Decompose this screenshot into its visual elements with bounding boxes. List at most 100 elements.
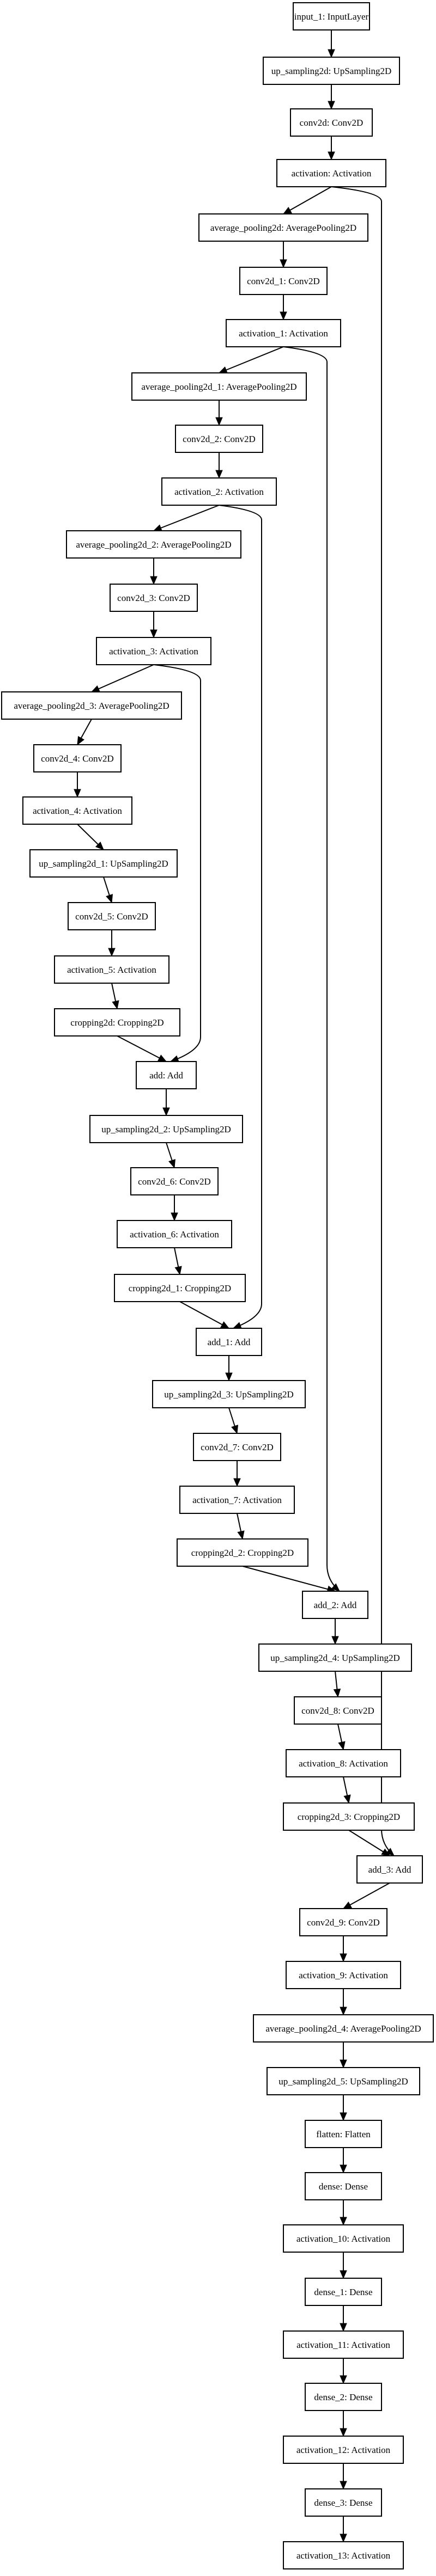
node-conv2d-6: conv2d_6: Conv2D <box>130 1167 219 1195</box>
node-box <box>68 902 156 930</box>
node-activation: activation: Activation <box>276 159 386 187</box>
node-box <box>263 57 400 85</box>
node-conv2d-7: conv2d_7: Conv2D <box>193 1433 281 1461</box>
arrowhead <box>150 629 158 639</box>
edge-line <box>331 186 395 1856</box>
node-box <box>152 1380 306 1408</box>
edge-activation_6-to-cropping2d_1 <box>174 1247 182 1275</box>
node-box <box>299 1908 387 1936</box>
node-box <box>22 796 132 825</box>
arrowhead <box>150 576 158 585</box>
node-box <box>96 637 211 665</box>
edge-dense_3-to-activation_13 <box>340 2516 347 2543</box>
arrowhead <box>343 1794 351 1804</box>
node-activation-2: activation_2: Activation <box>161 477 277 506</box>
node-label: average_pooling2d_1: AveragePooling2D <box>141 382 296 392</box>
node-label: activation_7: Activation <box>192 1495 282 1505</box>
node-conv2d-4: conv2d_4: Conv2D <box>33 744 122 772</box>
edge-up_sampling2d_5-to-flatten <box>340 2095 347 2121</box>
node-activation-3: activation_3: Activation <box>96 637 211 665</box>
edge-up_sampling2d_1-to-conv2d_5 <box>103 876 113 904</box>
node-label: conv2d_8: Conv2D <box>301 1706 374 1716</box>
arrowhead <box>232 1322 242 1329</box>
node-label: conv2d_5: Conv2D <box>75 911 148 922</box>
arrowhead <box>340 2217 347 2226</box>
node-label: activation_2: Activation <box>174 487 264 497</box>
node-box <box>253 2014 434 2043</box>
arrowhead <box>331 1583 340 1592</box>
node-label: dense: Dense <box>319 2181 368 2192</box>
node-box <box>267 2067 420 2095</box>
node-label: average_pooling2d_4: AveragePooling2D <box>265 2023 421 2034</box>
edge-activation_11-to-dense_2 <box>340 2358 347 2384</box>
node-label: add: Add <box>149 1070 183 1081</box>
edge-add_3-to-conv2d_9 <box>342 1882 390 1909</box>
node-box <box>283 2330 404 2359</box>
node-box <box>196 1328 262 1356</box>
edge-average_pooling2d_1-to-conv2d_2 <box>215 400 223 426</box>
edge-dense_2-to-activation_12 <box>340 2411 347 2437</box>
node-up-sampling2d-4: up_sampling2d_4: UpSampling2D <box>258 1643 412 1672</box>
node-label: conv2d: Conv2D <box>300 118 364 128</box>
arrowhead <box>74 789 81 798</box>
node-label: activation_11: Activation <box>296 2340 390 2350</box>
edge-conv2d_7-to-activation_7 <box>233 1461 241 1487</box>
node-up-sampling2d-2: up_sampling2d_2: UpSampling2D <box>89 1115 243 1143</box>
arrowhead <box>112 1000 119 1010</box>
node-activation-10: activation_10: Activation <box>283 2224 404 2253</box>
node-conv2d-9: conv2d_9: Conv2D <box>299 1908 387 1936</box>
node-label: cropping2d: Cropping2D <box>70 1017 164 1028</box>
arrowhead <box>153 524 162 532</box>
node-box <box>1 691 182 720</box>
node-label: activation_3: Activation <box>109 646 198 657</box>
node-activation-1: activation_1: Activation <box>226 319 341 347</box>
arrowhead <box>333 1688 341 1698</box>
edge-line <box>283 186 332 214</box>
node-activation-8: activation_8: Activation <box>286 1749 401 1777</box>
node-box <box>177 1538 308 1567</box>
arrowhead <box>340 2270 347 2279</box>
edge-average_pooling2d_2-to-conv2d_3 <box>150 558 158 585</box>
arrowhead <box>162 1107 170 1117</box>
node-conv2d-8: conv2d_8: Conv2D <box>294 1696 382 1725</box>
edge-conv2d_5-to-activation_5 <box>108 930 116 957</box>
node-dense-3: dense_3: Dense <box>305 2488 382 2517</box>
arrowhead <box>106 894 113 904</box>
node-label: cropping2d_2: Cropping2D <box>191 1548 294 1558</box>
arrowhead <box>168 1159 175 1169</box>
arrowhead <box>340 2007 347 2016</box>
node-label: activation_12: Activation <box>296 2445 391 2455</box>
edge-activation_1-to-add_2 <box>283 346 340 1592</box>
node-box <box>226 319 341 347</box>
node-label: cropping2d_1: Cropping2D <box>129 1283 231 1293</box>
arrowhead <box>280 259 287 268</box>
arrowhead <box>225 1372 233 1382</box>
node-activation-9: activation_9: Activation <box>286 1961 401 1989</box>
node-label: add_2: Add <box>314 1600 357 1610</box>
arrowhead <box>282 206 292 214</box>
arrowhead <box>237 1530 245 1540</box>
node-box <box>294 1696 382 1725</box>
node-average-pooling2d-2: average_pooling2d_2: AveragePooling2D <box>66 530 241 559</box>
node-dense: dense: Dense <box>305 2172 382 2200</box>
edge-activation_10-to-dense_1 <box>340 2252 347 2279</box>
node-average-pooling2d-4: average_pooling2d_4: AveragePooling2D <box>253 2014 434 2043</box>
node-box <box>161 477 277 506</box>
arrowhead <box>340 2428 347 2437</box>
node-box <box>283 2541 404 2569</box>
node-add: add: Add <box>136 1061 197 1089</box>
node-box <box>54 955 169 984</box>
node-activation-13: activation_13: Activation <box>283 2541 404 2569</box>
edge-add_1-to-up_sampling2d_3 <box>225 1356 233 1382</box>
arrowhead <box>340 1953 347 1962</box>
edge-average_pooling2d-to-conv2d_1 <box>280 241 287 268</box>
node-label: conv2d_7: Conv2D <box>201 1442 274 1452</box>
node-label: conv2d_2: Conv2D <box>183 434 256 444</box>
edge-add-to-up_sampling2d_2 <box>162 1089 170 1117</box>
edge-line <box>219 505 262 1329</box>
node-average-pooling2d-1: average_pooling2d_1: AveragePooling2D <box>131 372 307 401</box>
edge-cropping2d_2-to-add_2 <box>242 1566 336 1593</box>
node-label: average_pooling2d_2: AveragePooling2D <box>76 539 231 550</box>
node-input-1: input_1: InputLayer <box>293 2 370 30</box>
edge-activation_1-to-average_pooling2d_1 <box>218 346 284 373</box>
